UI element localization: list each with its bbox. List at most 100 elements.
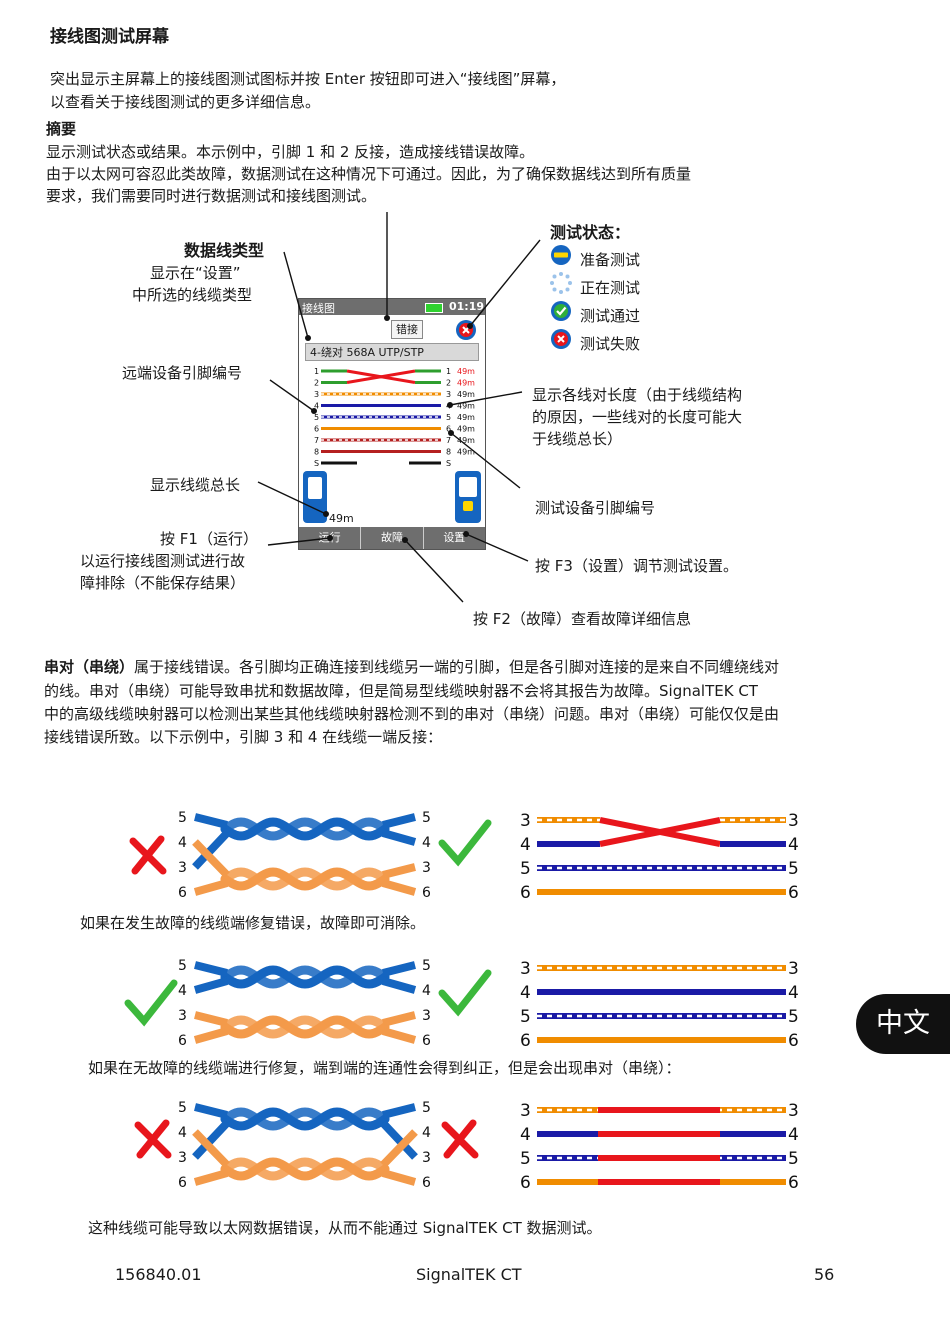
wm-pin-left: 3: [520, 1101, 531, 1121]
cable-pin-left: 5: [178, 958, 187, 974]
intro-line-1: 突出显示主屏幕上的接线图测试图标并按 Enter 按钮即可进入“接线图”屏幕，: [50, 70, 566, 88]
page-heading: 接线图测试屏幕: [50, 27, 169, 47]
orange-pair-end: [193, 1011, 229, 1044]
leader-lines: [257, 212, 541, 603]
pair-strand: [220, 1015, 390, 1039]
wm-pin-left: 5: [520, 859, 531, 879]
pair-strand: [220, 817, 390, 841]
pair-strand: [220, 965, 390, 989]
cable-pin-left: 6: [178, 1033, 187, 1049]
fault-button[interactable]: 故障: [361, 527, 424, 549]
tester-pin-label: 8: [446, 448, 451, 457]
pair-strand: [220, 1015, 390, 1039]
cable-pin-left: 5: [178, 810, 187, 826]
wm-pin-left: 4: [520, 1125, 531, 1145]
pair-strand: [220, 867, 390, 891]
total-length-label: 显示线缆总长: [150, 476, 241, 494]
wm-pin-left: 5: [520, 1007, 531, 1027]
wm-pin-left: 6: [520, 1173, 531, 1193]
wm-pin-left: 3: [520, 811, 531, 831]
tester-pin-label: 2: [446, 379, 451, 388]
cable-pin-right: 3: [422, 860, 431, 876]
split-pair-lead: 串对（串绕）: [44, 658, 135, 676]
f1-line-1: 按 F1（运行）: [160, 530, 258, 548]
split-pair-diagrams: 5436543634563456543654363456345654365436…: [124, 810, 799, 1193]
cable-pin-left: 6: [178, 885, 187, 901]
cable-pin-right: 6: [422, 1175, 431, 1191]
wm-miswire: [599, 817, 721, 847]
cable-pin-left: 6: [178, 1175, 187, 1191]
wm-pin-right: 4: [788, 835, 799, 855]
tester-pin-label: 5: [446, 413, 451, 422]
summary-line-1: 显示测试状态或结果。本示例中，引脚 1 和 2 反接，造成接线错误故障。: [46, 143, 535, 161]
wm-pin-right: 5: [788, 859, 799, 879]
f1-line-2: 以运行接线图测试进行故: [80, 552, 246, 570]
pair-strand: [220, 1157, 390, 1181]
split-pair-line-2: 的线。串对（串绕）可能导致串扰和数据故障，但是简易型线缆映射器不会将其报告为故障…: [44, 682, 758, 700]
pair-length-value: 49m: [457, 436, 475, 445]
status-pass: 测试通过: [580, 307, 641, 325]
pair-length-value: 49m: [457, 425, 475, 434]
pair-strand: [220, 1107, 390, 1131]
device-titlebar: 接线图 01:19: [299, 299, 485, 315]
pair-length-2: 的原因，一些线对的长度可能大: [532, 408, 743, 426]
status-testing: 正在测试: [580, 279, 641, 297]
settings-button[interactable]: 设置: [443, 531, 466, 544]
status-fail: 测试失败: [580, 335, 641, 353]
orange-pair-crossed-end: [192, 1129, 230, 1186]
status-icons: [550, 245, 572, 349]
remote-pin-label: 3: [314, 390, 319, 399]
pair-length-value: 49m: [457, 379, 475, 388]
wm-pin-left: 6: [520, 1031, 531, 1051]
blue-pair-crossed-end: [192, 813, 230, 870]
cable-type-desc-1: 显示在“设置”: [150, 264, 241, 282]
pair-strand: [220, 817, 390, 841]
orange-pair-end: [381, 1011, 417, 1044]
total-length-value: 49m: [329, 512, 354, 525]
status-ready: 准备测试: [580, 251, 641, 269]
tester-pin-label: 6: [446, 425, 451, 434]
language-tab: 中文: [856, 994, 950, 1054]
remote-pin-label: 5: [314, 413, 319, 422]
wm-pin-right: 6: [788, 1173, 799, 1193]
pair-length-value: 49m: [457, 448, 475, 457]
summary-line-3: 要求，我们需要同时进行数据测试和接线图测试。: [46, 187, 377, 205]
cable-pin-right: 4: [422, 1125, 431, 1141]
cable-pin-right: 6: [422, 885, 431, 901]
cable-pin-right: 3: [422, 1008, 431, 1024]
tester-pins-label: 测试设备引脚编号: [535, 499, 656, 517]
cable-pin-left: 4: [178, 983, 187, 999]
tester-pin-label: 7: [446, 436, 451, 445]
pair-strand: [220, 1107, 390, 1131]
wm-pin-right: 3: [788, 1101, 799, 1121]
remote-unit-icon: [303, 471, 327, 523]
pair-strand: [220, 965, 390, 989]
cross-icon: [134, 1119, 172, 1159]
cable-pin-left: 4: [178, 1125, 187, 1141]
cable-pin-right: 5: [422, 958, 431, 974]
caption-1: 如果在发生故障的线缆端修复错误，故障即可消除。: [80, 914, 426, 932]
cable-pin-left: 3: [178, 1008, 187, 1024]
summary-line-2: 由于以太网可容忍此类故障，数据测试在这种情况下可通过。因此，为了确保数据线达到所…: [46, 165, 692, 183]
summary-title: 摘要: [46, 120, 77, 138]
intro-line-2: 以查看关于接线图测试的更多详细信息。: [50, 93, 321, 111]
blue-pair-crossed-end: [192, 1103, 230, 1160]
pair-strand: [220, 1157, 390, 1181]
blue-pair-end: [381, 813, 417, 846]
remote-pin-label: 2: [314, 379, 319, 388]
blue-pair-crossed-end: [380, 1103, 418, 1160]
tester-pin-label: 1: [446, 367, 451, 376]
footer-product: SignalTEK CT: [416, 1265, 522, 1284]
pair-length-1: 显示各线对长度（由于线缆结构: [532, 386, 743, 404]
cable-pin-left: 3: [178, 1150, 187, 1166]
wm-pin-left: 5: [520, 1149, 531, 1169]
cable-type-title: 数据线类型: [184, 241, 265, 260]
wm-pin-left: 4: [520, 835, 531, 855]
wm-pin-left: 3: [520, 959, 531, 979]
blue-pair-end: [193, 961, 229, 994]
